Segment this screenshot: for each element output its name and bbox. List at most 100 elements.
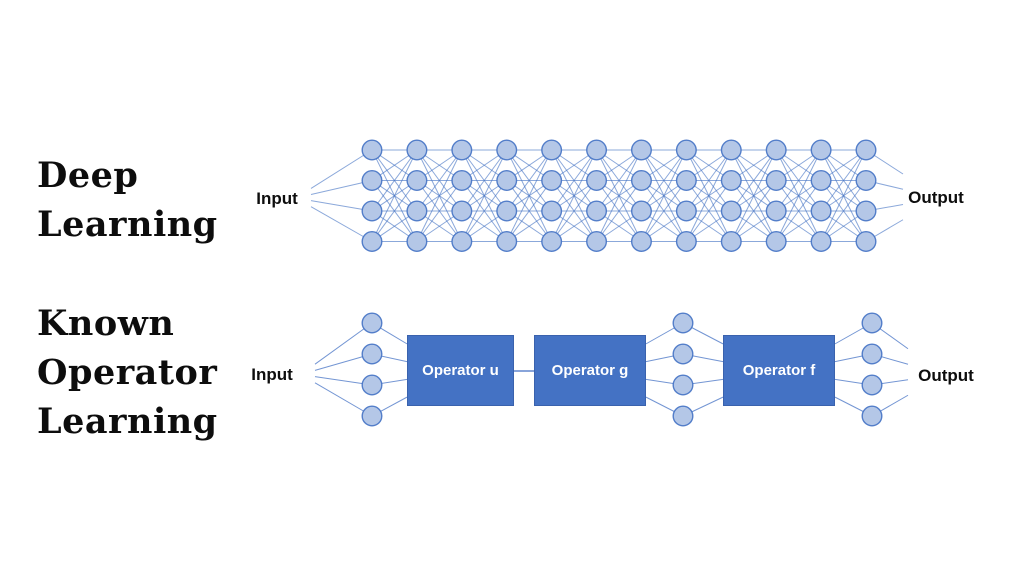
top-input-label: Input — [256, 189, 298, 208]
network-node — [541, 230, 563, 252]
pipeline-node — [861, 312, 883, 334]
network-node — [451, 230, 473, 252]
pipeline-node — [672, 405, 694, 427]
network-edge — [685, 180, 732, 242]
network-node — [675, 230, 697, 252]
network-node — [630, 139, 652, 161]
network-node — [586, 169, 608, 191]
network-node — [630, 200, 652, 222]
network-node — [361, 139, 383, 161]
network-edge — [596, 149, 642, 212]
pipeline-node — [361, 312, 383, 334]
network-edge — [820, 149, 867, 242]
operator-g-box: Operator g — [534, 335, 646, 406]
known-operator-learning-title: Known Operator Learning — [37, 303, 218, 442]
network-node — [765, 230, 787, 252]
network-node — [675, 169, 697, 191]
pipeline-node — [861, 374, 883, 396]
network-edge — [730, 149, 777, 242]
pipeline-input-edge — [314, 382, 373, 417]
network-edge — [820, 149, 867, 212]
network-node — [406, 169, 428, 191]
network-node — [496, 169, 518, 191]
network-edge — [641, 180, 687, 242]
network-node — [406, 200, 428, 222]
network-node — [855, 169, 877, 191]
network-node — [496, 200, 518, 222]
network-node — [855, 230, 877, 252]
network-node — [451, 139, 473, 161]
pipeline-node — [861, 343, 883, 365]
network-node — [586, 139, 608, 161]
network-edge — [775, 180, 822, 242]
network-edge — [730, 149, 777, 212]
network-input-edge — [310, 149, 373, 189]
network-node — [451, 169, 473, 191]
network-edge — [641, 149, 687, 212]
network-node — [675, 200, 697, 222]
operator-f-label: Operator f — [742, 362, 816, 379]
network-node — [361, 200, 383, 222]
network-node — [586, 200, 608, 222]
network-edge — [461, 149, 508, 242]
network-edge — [461, 180, 508, 242]
deep-learning-title: Deep Learning — [37, 155, 218, 245]
network-edge — [506, 180, 553, 242]
network-edge — [461, 149, 508, 212]
network-edge — [685, 149, 732, 212]
network-node — [810, 169, 832, 191]
pipeline-node — [361, 374, 383, 396]
network-node — [630, 230, 652, 252]
network-edge — [551, 180, 597, 242]
network-edge — [416, 180, 463, 242]
network-edge — [506, 149, 553, 212]
pipeline-node — [361, 405, 383, 427]
network-node — [765, 139, 787, 161]
network-node — [765, 200, 787, 222]
network-node — [541, 200, 563, 222]
network-node — [675, 139, 697, 161]
network-edge — [596, 180, 642, 242]
network-edge — [775, 149, 822, 242]
network-node — [496, 230, 518, 252]
operator-u-label: Operator u — [422, 362, 499, 379]
network-node — [541, 169, 563, 191]
network-node — [630, 169, 652, 191]
network-edge — [641, 149, 687, 242]
operator-g-label: Operator g — [551, 362, 629, 379]
network-node — [810, 200, 832, 222]
pipeline-node — [672, 343, 694, 365]
network-node — [541, 139, 563, 161]
network-node — [406, 139, 428, 161]
top-output-label: Output — [908, 188, 964, 207]
network-node — [451, 200, 473, 222]
network-edge — [506, 149, 553, 242]
network-edge — [775, 149, 822, 212]
network-edge — [551, 149, 597, 212]
network-edge — [416, 149, 463, 242]
network-node — [361, 230, 383, 252]
network-node — [720, 230, 742, 252]
network-edge — [820, 180, 867, 242]
network-node — [720, 200, 742, 222]
network-node — [720, 139, 742, 161]
network-node — [720, 169, 742, 191]
operator-f-box: Operator f — [723, 335, 835, 406]
network-node — [855, 139, 877, 161]
bottom-input-label: Input — [251, 365, 293, 384]
pipeline-input-edge — [314, 322, 373, 365]
pipeline-node — [672, 374, 694, 396]
network-edge — [685, 149, 732, 242]
network-edge — [371, 149, 418, 212]
network-node — [586, 230, 608, 252]
network-node — [406, 230, 428, 252]
network-node — [361, 169, 383, 191]
network-node — [765, 169, 787, 191]
network-edge — [371, 149, 418, 242]
network-input-edge — [310, 206, 373, 242]
network-edge — [730, 180, 777, 242]
pipeline-node — [672, 312, 694, 334]
operator-u-box: Operator u — [407, 335, 514, 406]
